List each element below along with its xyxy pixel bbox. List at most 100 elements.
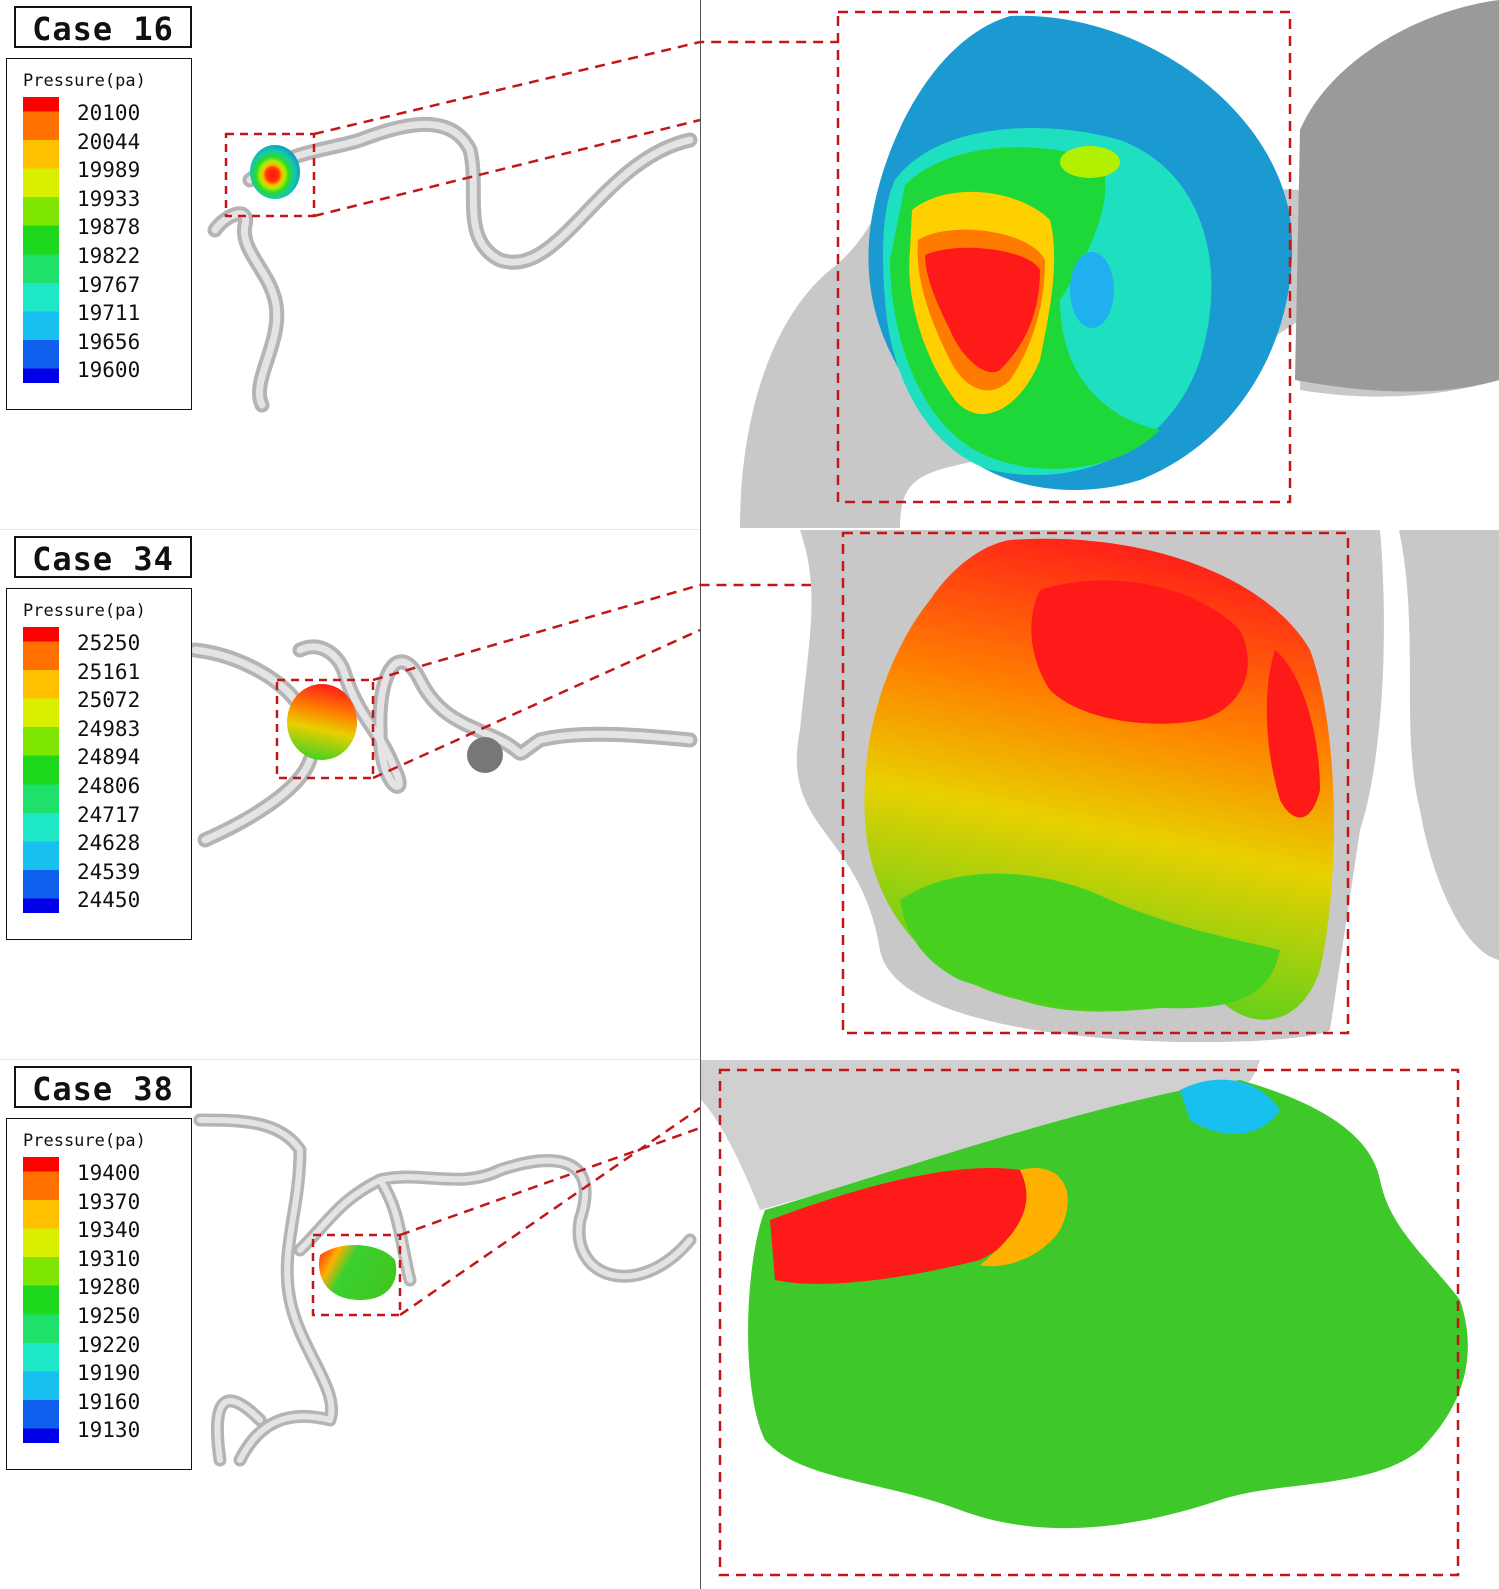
legend-tick-label: 24983 — [77, 716, 141, 741]
legend-title: Pressure(pa) — [23, 1131, 146, 1151]
legend-swatch — [23, 684, 59, 713]
legend-tick-label: 20044 — [77, 129, 141, 154]
legend-tick-label: 25161 — [77, 659, 141, 684]
legend-tick-label: 19190 — [77, 1361, 141, 1386]
legend-swatch — [23, 827, 59, 856]
legend-row: 19340 — [23, 1214, 183, 1243]
legend-swatch — [23, 1385, 59, 1415]
legend-row: 20044 — [23, 125, 183, 155]
legend-tick-label: 24894 — [77, 745, 141, 770]
legend-tick-label: 24806 — [77, 774, 141, 798]
legend-swatch — [23, 1242, 59, 1272]
case-label: Case 34 — [14, 536, 192, 578]
legend-row: 24628 — [23, 827, 183, 856]
legend-swatch — [23, 627, 59, 656]
legend-swatch — [23, 884, 59, 913]
legend-title: Pressure(pa) — [23, 601, 146, 621]
legend-tick-label: 24539 — [77, 859, 141, 884]
legend-row: 25072 — [23, 684, 183, 713]
legend-row: 19250 — [23, 1300, 183, 1329]
legend-row: 20100 — [23, 97, 183, 126]
legend-tick-label: 19600 — [77, 358, 141, 383]
legend-tick-label: 19933 — [77, 186, 141, 211]
legend-swatch — [23, 798, 59, 828]
legend-swatch — [23, 211, 59, 240]
legend-tick-label: 24628 — [77, 831, 141, 856]
legend-swatch — [23, 1328, 59, 1358]
legend-swatch — [23, 354, 59, 383]
legend-swatch — [23, 1214, 59, 1243]
legend-row: 24450 — [23, 884, 183, 913]
legend-row: 19370 — [23, 1185, 183, 1215]
legend-tick-label: 20100 — [77, 101, 141, 125]
legend-tick-label: 19989 — [77, 158, 141, 183]
legend-row: 19600 — [23, 354, 183, 383]
legend-tick-label: 19280 — [77, 1275, 141, 1300]
pressure-legend: Pressure(pa) 25250 25161 25072 24983 24894 24… — [6, 588, 192, 940]
legend-title: Pressure(pa) — [23, 71, 146, 91]
legend-swatch — [23, 154, 59, 183]
legend-tick-label: 25072 — [77, 688, 141, 713]
legend-swatch — [23, 325, 59, 355]
legend-row: 24806 — [23, 770, 183, 799]
horizontal-divider — [0, 529, 700, 530]
legend-swatch — [23, 770, 59, 799]
legend-tick-label: 19160 — [77, 1389, 141, 1414]
legend-row: 19220 — [23, 1328, 183, 1358]
legend-row: 19711 — [23, 297, 183, 326]
legend-swatch — [23, 1300, 59, 1329]
legend-swatch — [23, 97, 59, 126]
legend-tick-label: 19250 — [77, 1304, 141, 1328]
horizontal-divider — [0, 1059, 700, 1060]
legend-swatch — [23, 240, 59, 269]
legend-tick-label: 19878 — [77, 215, 141, 240]
legend-swatch — [23, 655, 59, 685]
legend-row: 19310 — [23, 1242, 183, 1272]
legend-swatch — [23, 125, 59, 155]
legend-tick-label: 24450 — [77, 888, 141, 913]
legend-swatch — [23, 1157, 59, 1186]
pressure-legend: Pressure(pa) 20100 20044 19989 19933 19878 19… — [6, 58, 192, 410]
legend-swatch — [23, 741, 59, 770]
legend-tick-label: 19130 — [77, 1418, 141, 1443]
legend-tick-label: 19220 — [77, 1332, 141, 1357]
vessel-render — [187, 530, 1499, 1043]
legend-tick-label: 19822 — [77, 244, 141, 268]
legend-row: 19878 — [23, 211, 183, 240]
legend-tick-label: 24717 — [77, 802, 141, 827]
legend-tick-label: 19400 — [77, 1161, 141, 1185]
legend-row: 24894 — [23, 741, 183, 770]
case-panel: Case 34 Pressure(pa) 25250 25161 25072 2498… — [0, 530, 1499, 1058]
legend-row: 24983 — [23, 712, 183, 742]
legend-swatch — [23, 182, 59, 212]
legend-swatch — [23, 268, 59, 298]
legend-row: 19822 — [23, 240, 183, 269]
case-label: Case 38 — [14, 1066, 192, 1108]
legend-swatch — [23, 1414, 59, 1443]
legend-tick-label: 19310 — [77, 1246, 141, 1271]
case-label: Case 16 — [14, 6, 192, 48]
legend-tick-label: 25250 — [77, 631, 141, 655]
legend-swatch — [23, 1185, 59, 1215]
legend-swatch — [23, 1357, 59, 1386]
legend-row: 24717 — [23, 798, 183, 828]
legend-row: 19280 — [23, 1271, 183, 1300]
legend-row: 19989 — [23, 154, 183, 183]
legend-tick-label: 19711 — [77, 301, 141, 326]
legend-tick-label: 19656 — [77, 329, 141, 354]
vessel-render — [207, 0, 1499, 528]
legend-swatch — [23, 855, 59, 885]
legend-row: 19656 — [23, 325, 183, 355]
legend-swatch — [23, 297, 59, 326]
legend-row: 19190 — [23, 1357, 183, 1386]
legend-row: 25161 — [23, 655, 183, 685]
legend-swatch — [23, 712, 59, 742]
legend-row: 24539 — [23, 855, 183, 885]
vertical-divider — [700, 0, 701, 1589]
case-panel: Case 16 Pressure(pa) 20100 20044 19989 1993… — [0, 0, 1499, 528]
legend-row: 25250 — [23, 627, 183, 656]
legend-tick-label: 19340 — [77, 1218, 141, 1243]
legend-tick-label: 19767 — [77, 272, 141, 297]
